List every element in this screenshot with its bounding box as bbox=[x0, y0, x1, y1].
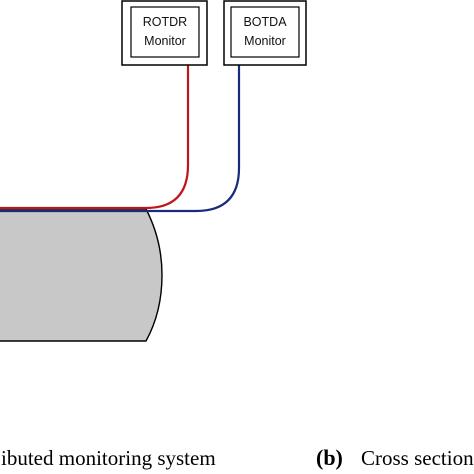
rotdr-monitor-sublabel: Monitor bbox=[144, 34, 186, 48]
botda-monitor: BOTDA Monitor bbox=[223, 0, 307, 66]
rotdr-monitor: ROTDR Monitor bbox=[121, 0, 208, 66]
rotdr-fiber bbox=[0, 64, 190, 210]
pipe-body bbox=[0, 208, 163, 342]
botda-monitor-label: BOTDA bbox=[243, 15, 287, 29]
botda-monitor-sublabel: Monitor bbox=[244, 34, 286, 48]
rotdr-monitor-screen bbox=[130, 6, 200, 58]
botda-monitor-screen bbox=[230, 6, 300, 58]
caption-b-label: (b) bbox=[316, 445, 343, 470]
caption-a: ibuted monitoring system bbox=[1, 446, 216, 470]
rotdr-monitor-label: ROTDR bbox=[143, 15, 187, 29]
botda-fiber bbox=[0, 64, 241, 213]
caption-b-text: Cross section bbox=[361, 446, 474, 470]
